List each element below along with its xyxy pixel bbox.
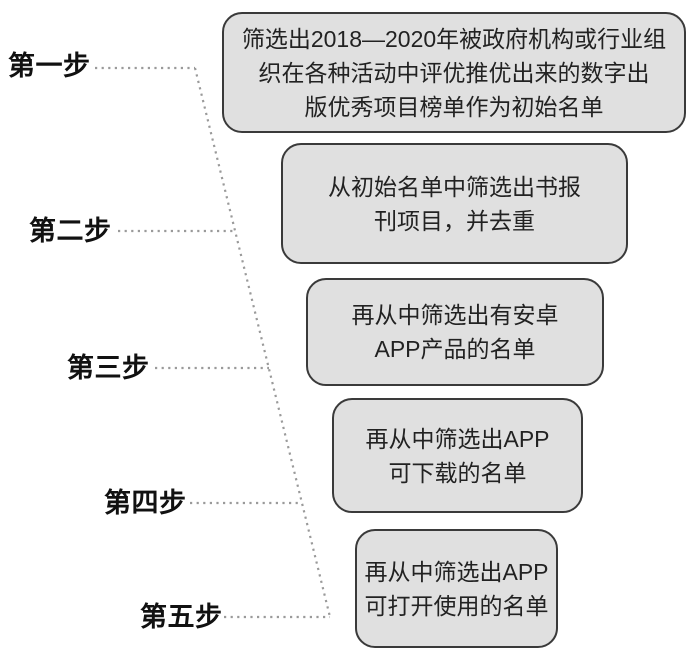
step-box-3-text-line: APP产品的名单: [374, 336, 536, 362]
connector-diagonal: [193, 67, 332, 618]
step-box-3: 再从中筛选出有安卓 APP产品的名单: [306, 278, 604, 386]
step-box-5-text-line: 可打开使用的名单: [364, 592, 549, 619]
step-box-3-text-line: 再从中筛选出有安卓: [351, 302, 559, 328]
step-label-5: 第五步: [140, 602, 223, 632]
step-box-5: 再从中筛选出APP 可打开使用的名单: [355, 529, 558, 648]
step-label-2: 第二步: [29, 216, 112, 246]
step-label-1: 第一步: [8, 51, 91, 81]
step-box-1: 筛选出2018—2020年被政府机构或行业组 织在各种活动中评优推优出来的数字出…: [222, 12, 686, 133]
step-box-2-text-line: 刊项目，并去重: [374, 207, 535, 234]
step-box-4-text-line: 可下载的名单: [388, 459, 527, 486]
step-label-4: 第四步: [104, 488, 187, 518]
step-box-1-text-line: 筛选出2018—2020年被政府机构或行业组: [241, 25, 667, 52]
step-box-4-text-line: 再从中筛选出APP: [365, 425, 550, 452]
step-box-2: 从初始名单中筛选出书报 刊项目，并去重: [281, 143, 628, 264]
step-box-1-text-line: 织在各种活动中评优推优出来的数字出: [258, 59, 650, 86]
step-box-1-text-line: 版优秀项目榜单作为初始名单: [304, 93, 604, 120]
step-box-5-text-line: 再从中筛选出APP: [364, 558, 549, 585]
step-box-2-text-line: 从初始名单中筛选出书报: [328, 173, 581, 200]
step-box-4: 再从中筛选出APP 可下载的名单: [332, 398, 583, 513]
step-label-3: 第三步: [67, 353, 150, 383]
